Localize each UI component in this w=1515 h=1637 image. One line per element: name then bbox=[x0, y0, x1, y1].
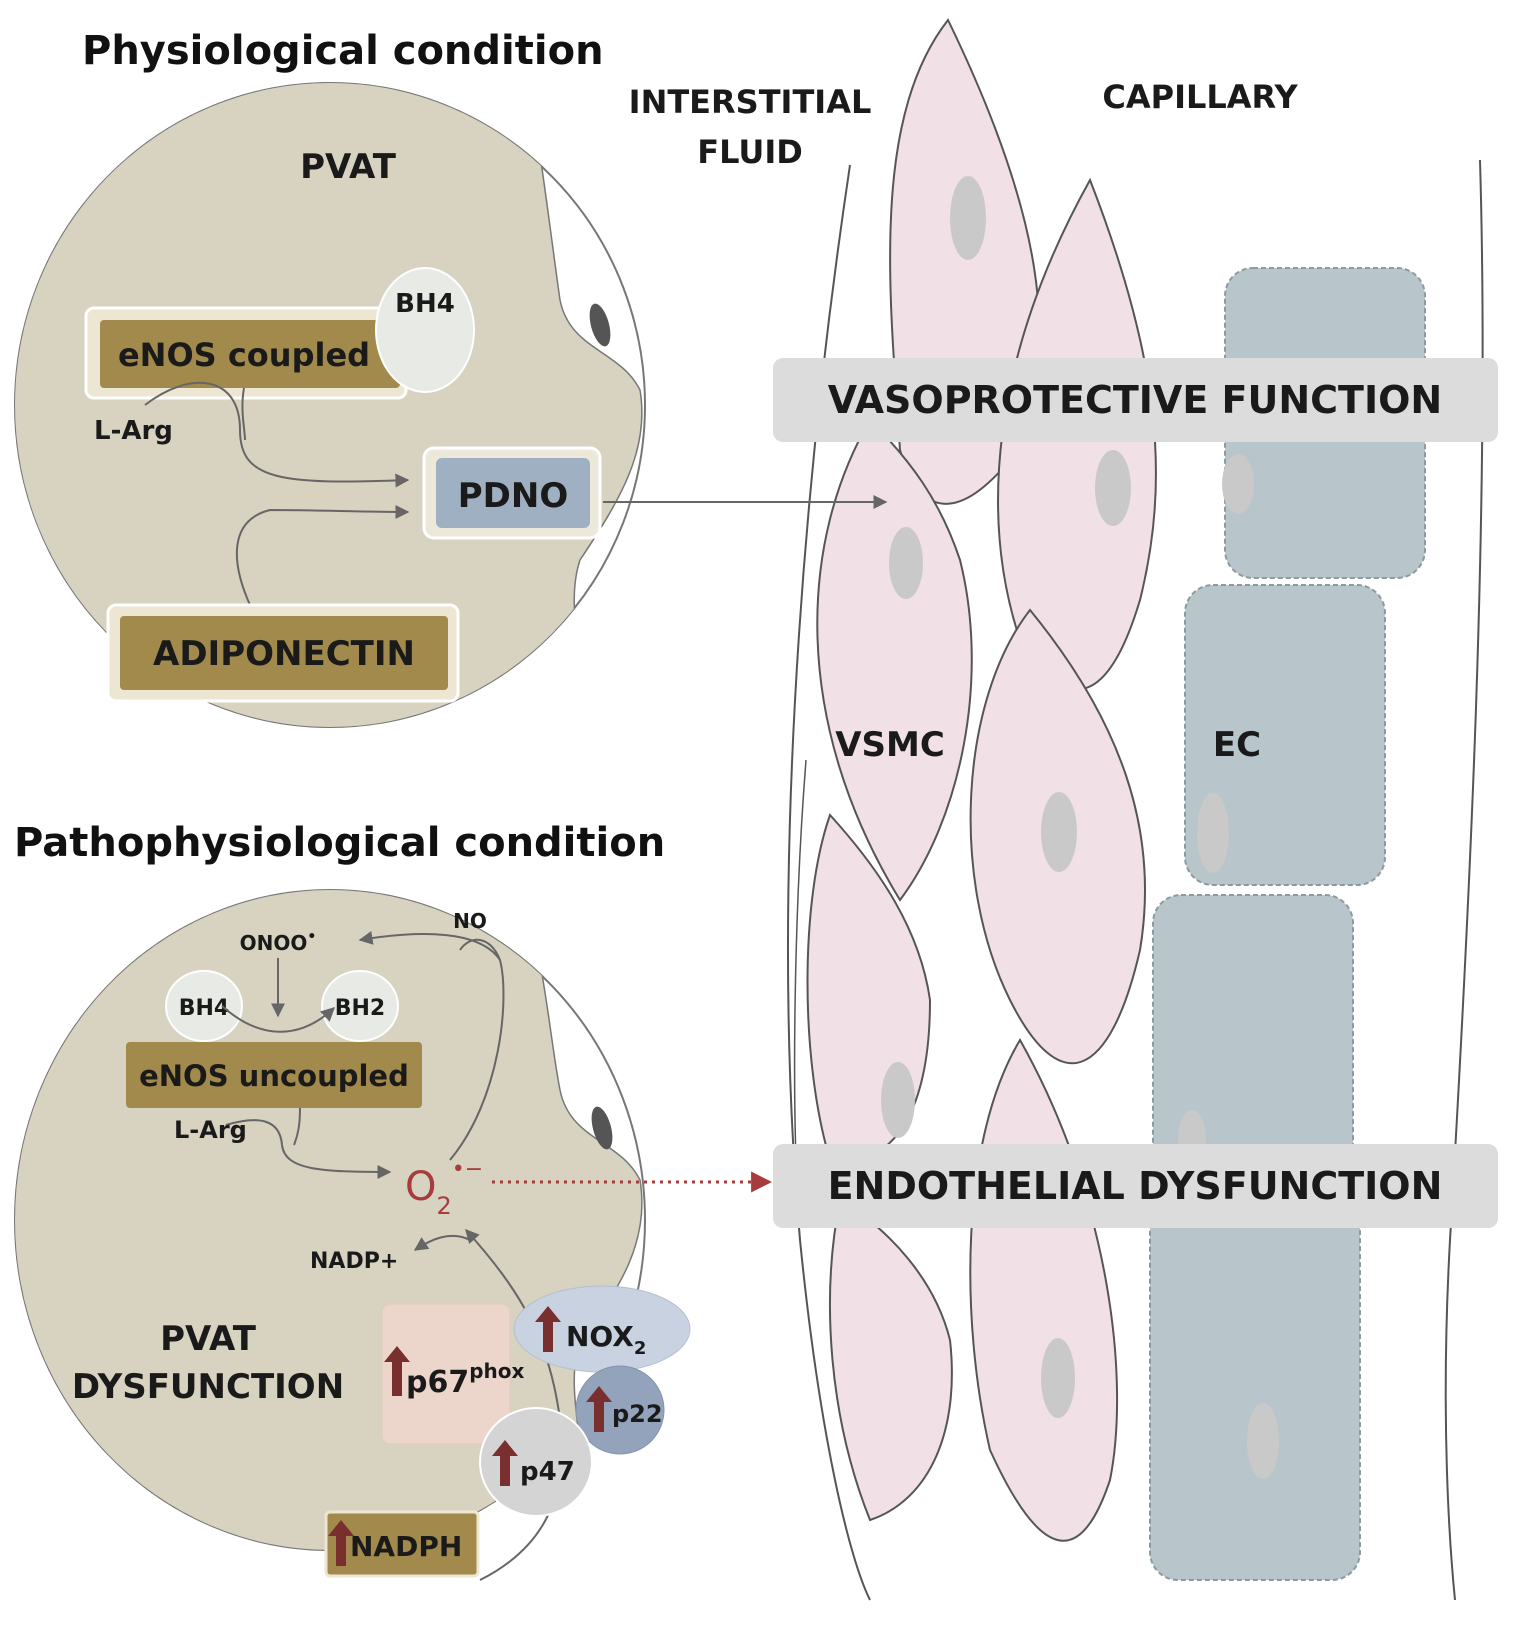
enos-uncoupled-box: eNOS uncoupled bbox=[126, 1042, 422, 1108]
pathophysiological-heading: Pathophysiological condition bbox=[14, 820, 665, 866]
p47-label: p47 bbox=[520, 1457, 575, 1487]
pdno-label: PDNO bbox=[458, 476, 569, 516]
bh2-bubble: BH2 bbox=[321, 970, 399, 1042]
adiponectin-box: ADIPONECTIN bbox=[106, 603, 460, 703]
arrows-to-pdno bbox=[144, 381, 410, 606]
bh2-label: BH2 bbox=[335, 996, 386, 1021]
vasoprotective-banner: VASOPROTECTIVE FUNCTION bbox=[773, 358, 1498, 442]
ec-nuclei bbox=[1178, 454, 1279, 1479]
endothelial-dysfunction-banner: ENDOTHELIAL DYSFUNCTION bbox=[773, 1144, 1498, 1228]
enos-uncoupled-label: eNOS uncoupled bbox=[139, 1059, 409, 1093]
onoo-label: ONOO• bbox=[240, 929, 317, 955]
p22-circle: p22 bbox=[575, 1365, 665, 1455]
adiponectin-label: ADIPONECTIN bbox=[153, 634, 415, 674]
interstitial-label-line1: INTERSTITIAL bbox=[629, 83, 872, 121]
superoxide-label: O2•− bbox=[405, 1157, 483, 1220]
p67-up-arrow-icon bbox=[384, 1346, 410, 1396]
nadph-box: NADPH bbox=[324, 1510, 480, 1578]
nadph-label: NADPH bbox=[350, 1530, 462, 1563]
endothelial-dysfunction-label: ENDOTHELIAL DYSFUNCTION bbox=[828, 1164, 1443, 1208]
endothelial-cells bbox=[1149, 267, 1426, 1581]
bh4-bottom-label: BH4 bbox=[179, 996, 230, 1021]
nox2-label: NOX2 bbox=[566, 1320, 646, 1359]
p22-up-arrow-icon bbox=[586, 1386, 612, 1432]
p22-label: p22 bbox=[612, 1400, 663, 1428]
larg-top-label: L-Arg bbox=[94, 416, 173, 446]
nadp-label: NADP+ bbox=[310, 1249, 398, 1274]
bh4-bottom: BH4 bbox=[165, 970, 243, 1042]
bh4-top: BH4 bbox=[375, 267, 475, 393]
capillary-label: CAPILLARY bbox=[1102, 78, 1298, 116]
enos-coupled-label: eNOS coupled bbox=[118, 336, 370, 374]
bh4-top-label: BH4 bbox=[395, 289, 455, 319]
vsmc-nuclei bbox=[881, 176, 1131, 1418]
nox2-ellipse: NOX2 bbox=[513, 1285, 691, 1373]
p47-up-arrow-icon bbox=[492, 1440, 518, 1486]
no-label: NO bbox=[453, 909, 487, 933]
vsmc-cells bbox=[806, 18, 1157, 1542]
pvat-label: PVAT bbox=[300, 147, 397, 187]
p67-box: p67phox bbox=[381, 1303, 525, 1445]
larg-bottom-label: L-Arg bbox=[174, 1116, 247, 1144]
physiological-heading: Physiological condition bbox=[82, 28, 604, 74]
physiological-adipocyte bbox=[14, 82, 646, 728]
ec-label: EC bbox=[1213, 725, 1261, 765]
pvat-dysfunction-line2: DYSFUNCTION bbox=[72, 1367, 344, 1407]
vasoprotective-label: VASOPROTECTIVE FUNCTION bbox=[828, 378, 1442, 422]
interstitial-label-line2: FLUID bbox=[697, 133, 803, 171]
p67-label: p67phox bbox=[406, 1359, 525, 1400]
nadph-up-arrow-icon bbox=[328, 1520, 354, 1566]
vsmc-label: VSMC bbox=[835, 725, 945, 765]
nox2-up-arrow-icon bbox=[535, 1306, 561, 1352]
pdno-box: PDNO bbox=[422, 446, 602, 540]
pvat-dysfunction-line1: PVAT bbox=[160, 1319, 257, 1359]
enos-coupled-box: eNOS coupled bbox=[84, 306, 408, 400]
p47-circle: p47 bbox=[479, 1407, 593, 1517]
